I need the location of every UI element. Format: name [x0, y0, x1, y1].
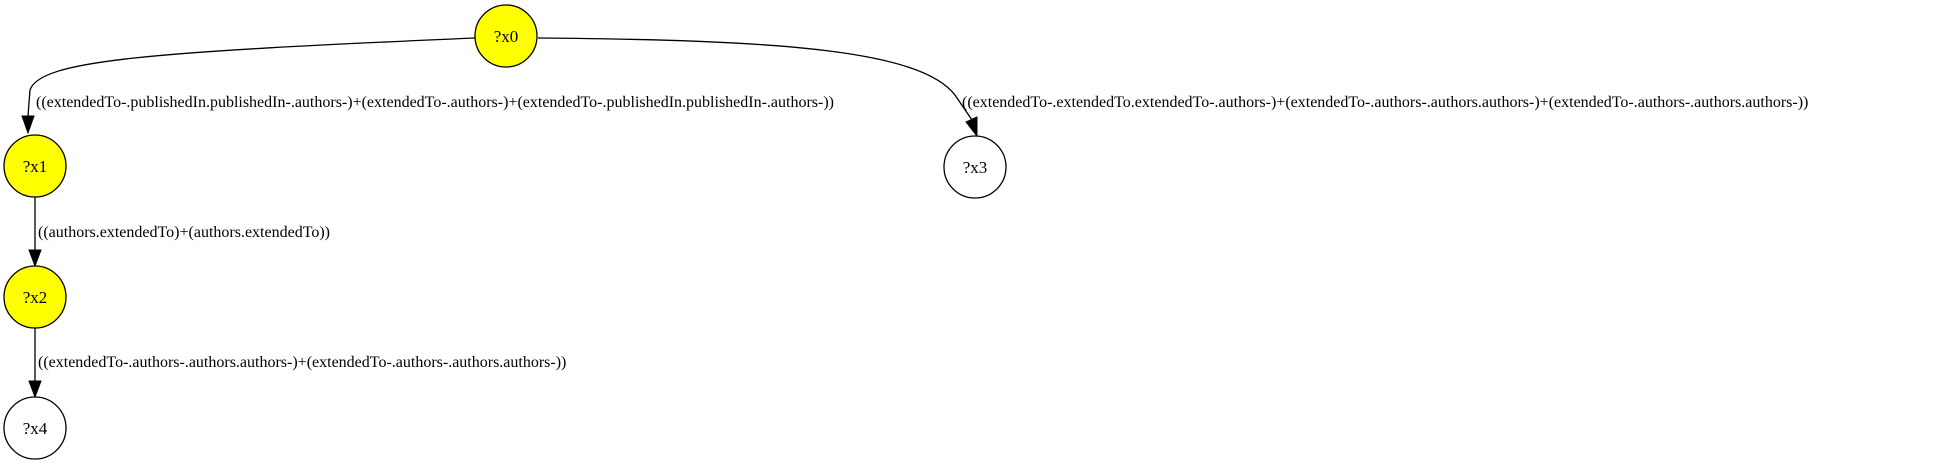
node-x2: ?x2	[3, 265, 67, 329]
node-label-x0: ?x0	[494, 27, 519, 46]
node-x0: ?x0	[474, 4, 538, 68]
edge-x2-x4: ((extendedTo-.authors-.authors.authors-)…	[28, 328, 566, 399]
edge-x0-x1: ((extendedTo-.publishedIn.publishedIn-.a…	[21, 37, 834, 135]
arrow-head-x0-x3	[965, 116, 978, 138]
node-circle-x3	[943, 135, 1007, 199]
edge-label-x2-x4: ((extendedTo-.authors-.authors.authors-)…	[38, 354, 566, 371]
arrow-head-x0-x1	[21, 115, 35, 135]
edge-x0-x3: ((extendedTo-.extendedTo.extendedTo-.aut…	[537, 37, 1808, 138]
node-circle-x1	[3, 134, 67, 198]
edge-label-x0-x3: ((extendedTo-.extendedTo.extendedTo-.aut…	[962, 94, 1808, 111]
node-x3: ?x3	[943, 135, 1007, 199]
edge-path-x0-x1	[27, 37, 476, 117]
edge-label-x0-x1: ((extendedTo-.publishedIn.publishedIn-.a…	[36, 94, 834, 111]
node-circle-x4	[3, 396, 67, 460]
node-x1: ?x1	[3, 134, 67, 198]
arrow-head-x2-x4	[28, 380, 42, 399]
node-label-x2: ?x2	[23, 288, 48, 307]
node-circle-x0	[474, 4, 538, 68]
node-label-x3: ?x3	[963, 158, 988, 177]
edge-path-x0-x3	[537, 37, 973, 121]
node-label-x4: ?x4	[23, 419, 48, 438]
edge-x1-x2: ((authors.extendedTo)+(authors.extendedT…	[28, 197, 330, 268]
node-label-x1: ?x1	[23, 157, 48, 176]
edge-label-x1-x2: ((authors.extendedTo)+(authors.extendedT…	[38, 224, 330, 241]
arrow-head-x1-x2	[28, 249, 42, 268]
node-circle-x2	[3, 265, 67, 329]
node-x4: ?x4	[3, 396, 67, 460]
